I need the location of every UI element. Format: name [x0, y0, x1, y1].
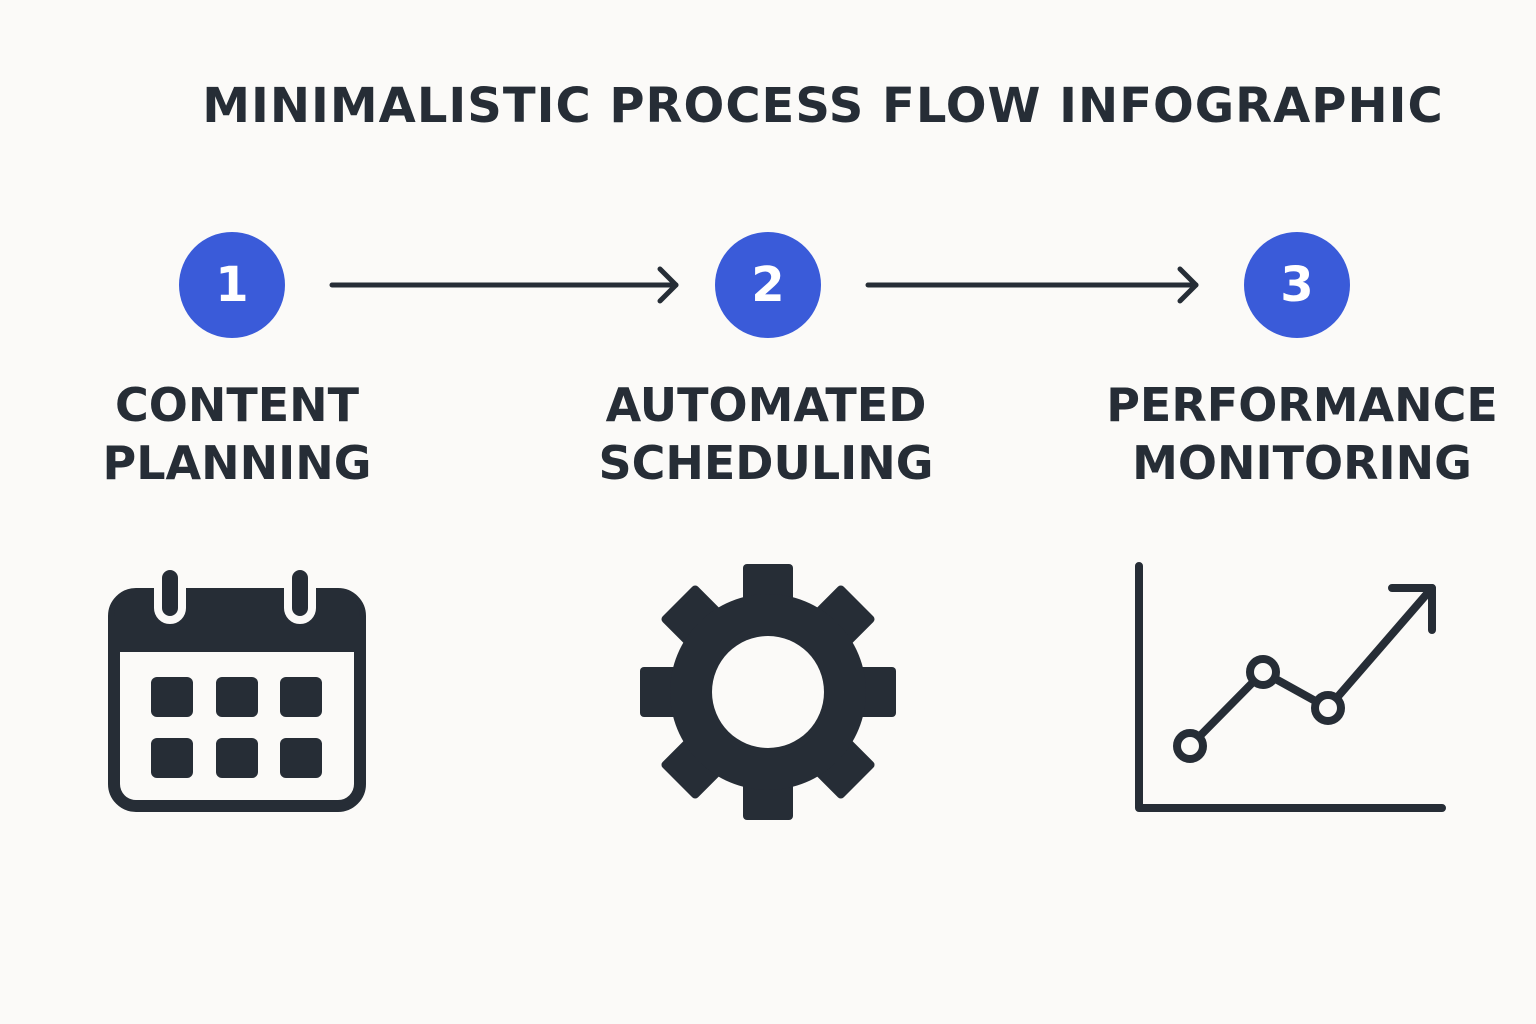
step-3-number-badge: 3 — [1244, 232, 1350, 338]
step-1-number: 1 — [215, 257, 249, 313]
flow-arrow-1 — [329, 266, 679, 304]
flow-arrow-2 — [865, 266, 1199, 304]
step-1-number-badge: 1 — [179, 232, 285, 338]
gear-icon — [640, 564, 896, 820]
step-1-label-line-2: PLANNING — [102, 436, 372, 490]
step-2-label: AUTOMATED SCHEDULING — [586, 376, 946, 492]
step-2-label-line-1: AUTOMATED — [605, 378, 927, 432]
step-1-label: CONTENT PLANNING — [77, 376, 397, 492]
step-3-number: 3 — [1280, 257, 1314, 313]
calendar-icon — [108, 562, 366, 812]
step-1-label-line-1: CONTENT — [114, 378, 360, 432]
step-3-label: PERFORMANCE MONITORING — [1102, 376, 1502, 492]
step-2-number: 2 — [751, 257, 785, 313]
step-2-label-line-2: SCHEDULING — [598, 436, 934, 490]
step-3-label-line-1: PERFORMANCE — [1106, 378, 1498, 432]
step-2-number-badge: 2 — [715, 232, 821, 338]
line-chart-icon — [1135, 562, 1446, 812]
step-3-label-line-2: MONITORING — [1132, 436, 1472, 490]
infographic-title: MINIMALISTIC PROCESS FLOW INFOGRAPHIC — [202, 78, 1444, 134]
